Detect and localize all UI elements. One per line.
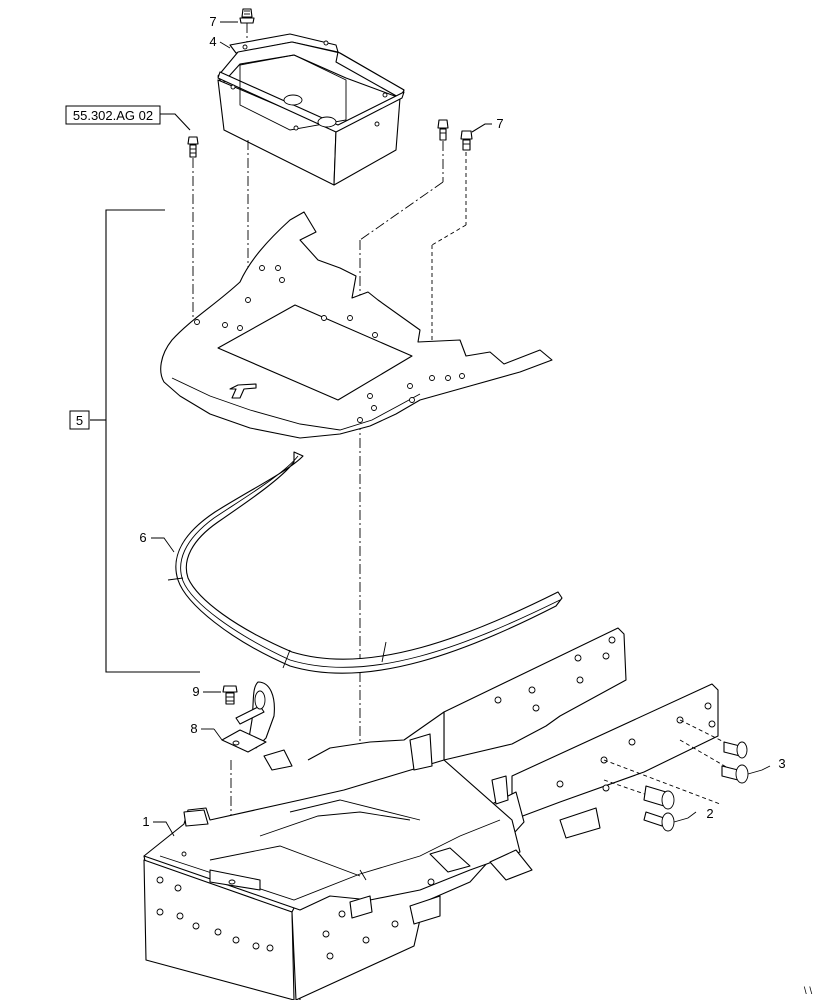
- callout-9: 9: [192, 684, 199, 699]
- callout-1: 1: [142, 814, 149, 829]
- callout-7-top: 7: [209, 14, 216, 29]
- bolt-9: 9: [192, 684, 238, 705]
- rubber-seal: [167, 451, 563, 674]
- callout-4: 4: [209, 34, 216, 49]
- corner-mark: \ \: [804, 986, 813, 997]
- callout-3: 3: [778, 756, 785, 771]
- callout-7-right: 7: [496, 116, 503, 131]
- bracket-5: 5: [69, 209, 200, 673]
- callout-1-group: 1: [142, 814, 175, 837]
- callout-8: 8: [190, 721, 197, 736]
- reference-text: 55.302.AG 02: [73, 108, 153, 123]
- callout-5: 5: [76, 413, 83, 428]
- reference-label: 55.302.AG 02: [65, 105, 191, 131]
- callouts-upper: 7 4 7 6: [139, 14, 504, 553]
- main-frame: [143, 627, 719, 1000]
- bolts-2: 2: [603, 759, 721, 832]
- bolts-3: 3: [679, 719, 786, 784]
- callout-2: 2: [706, 806, 713, 821]
- bolt-7-right-b: [431, 123, 492, 378]
- bolt-reference: [187, 136, 199, 320]
- floor-plate: [160, 211, 553, 439]
- hinge-bracket-8: 8: [190, 681, 275, 880]
- callout-6: 6: [139, 530, 146, 545]
- battery-box: [217, 33, 405, 300]
